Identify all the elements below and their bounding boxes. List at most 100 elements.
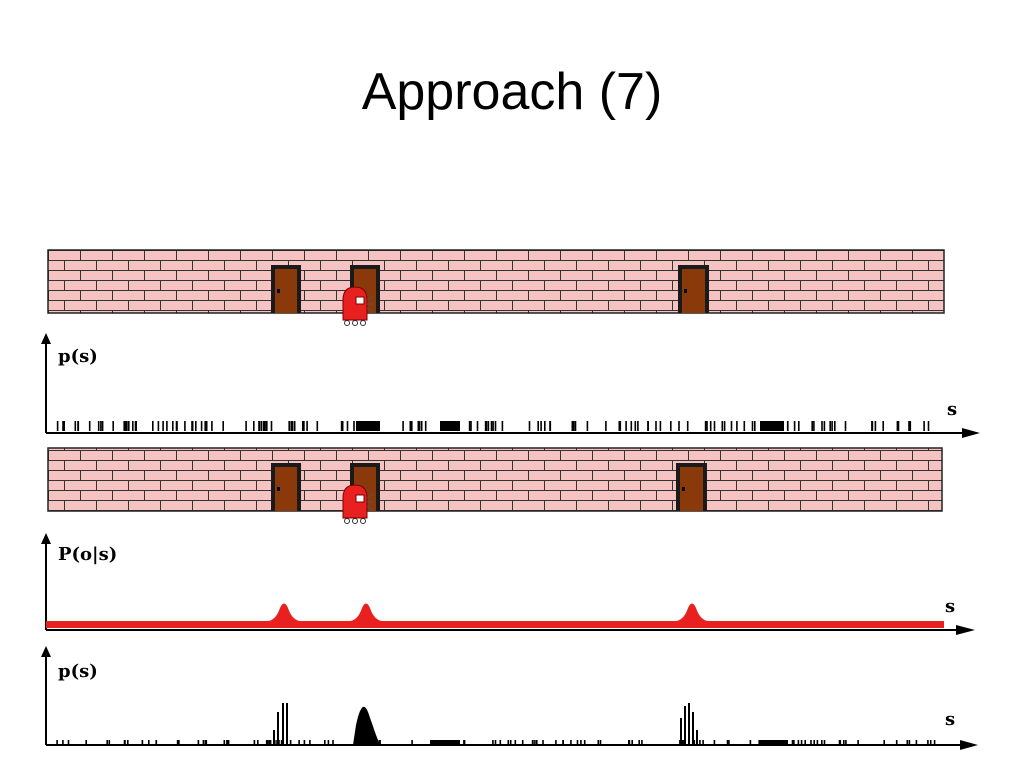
particle-tick bbox=[468, 421, 471, 431]
particle-tick bbox=[88, 421, 91, 431]
particle-tick bbox=[327, 740, 330, 744]
particle-tick bbox=[205, 740, 208, 744]
particle-tick bbox=[699, 740, 701, 744]
particle-tick bbox=[316, 421, 319, 431]
particle-tick bbox=[576, 740, 579, 744]
particle-tick bbox=[821, 421, 823, 431]
particle-tick bbox=[813, 421, 815, 431]
particle-tick bbox=[542, 740, 544, 744]
weighted-particles bbox=[56, 703, 936, 745]
particle-tick bbox=[63, 421, 65, 431]
particle-tick bbox=[346, 421, 349, 431]
particle-tick bbox=[845, 740, 847, 744]
particle-tick bbox=[619, 421, 622, 431]
particle-tick bbox=[544, 421, 546, 431]
particle-tick bbox=[618, 421, 621, 431]
particle-tick bbox=[883, 740, 885, 744]
particle-tick bbox=[253, 421, 255, 431]
particle-tick bbox=[534, 740, 536, 744]
particle-tick bbox=[791, 740, 794, 744]
particle-tick bbox=[599, 740, 602, 744]
particle-tick bbox=[437, 740, 439, 744]
particle-tick bbox=[484, 421, 487, 431]
particle-tick bbox=[816, 740, 819, 744]
particle-tick bbox=[126, 421, 128, 431]
particle-tick bbox=[895, 740, 898, 744]
particle-tick bbox=[124, 740, 126, 744]
particle-tick bbox=[476, 421, 479, 431]
particle-tick bbox=[634, 421, 637, 431]
particle-tick bbox=[288, 421, 291, 431]
door-icon bbox=[678, 265, 709, 313]
particle-tick bbox=[487, 421, 490, 431]
particle-tick bbox=[409, 421, 412, 431]
particle-tick bbox=[580, 740, 582, 744]
x-axis-arrow bbox=[962, 428, 980, 438]
particle-tick bbox=[909, 421, 912, 431]
particle-tick bbox=[630, 421, 633, 431]
particle-tick bbox=[625, 421, 627, 431]
particle-tick bbox=[191, 421, 194, 431]
particle-tick bbox=[693, 740, 696, 744]
x-axis-label: s bbox=[945, 709, 955, 730]
particle-tick bbox=[797, 740, 800, 744]
corridor-wall-top bbox=[47, 249, 945, 326]
particle-tick bbox=[417, 421, 420, 431]
particle-tick bbox=[713, 421, 716, 431]
particle-tick bbox=[743, 421, 746, 431]
particle-tick bbox=[728, 740, 730, 744]
prior-belief-plot: p(s) s bbox=[41, 333, 980, 438]
particle-tick bbox=[686, 421, 689, 431]
particle-tick bbox=[605, 421, 607, 431]
particle-tick bbox=[303, 421, 305, 431]
x-axis-label: s bbox=[947, 399, 957, 420]
particle-tick bbox=[197, 740, 200, 744]
particle-tick bbox=[293, 421, 296, 431]
particle-tick bbox=[302, 421, 304, 431]
particle-tick bbox=[62, 740, 64, 744]
particle-tick bbox=[537, 421, 539, 431]
particle-tick bbox=[721, 421, 724, 431]
particle-tick bbox=[176, 740, 179, 744]
particle-tick bbox=[641, 740, 643, 744]
particle-tick bbox=[253, 740, 256, 744]
particle-tick bbox=[222, 421, 224, 431]
y-axis-label: p(s) bbox=[58, 346, 98, 367]
particle-tick bbox=[278, 740, 280, 744]
particle-tick bbox=[782, 740, 785, 744]
particle-tick bbox=[157, 421, 160, 431]
door-icon bbox=[271, 463, 301, 511]
particle-tick bbox=[77, 421, 80, 431]
particle-tick bbox=[798, 421, 800, 431]
particle-tick bbox=[418, 421, 421, 431]
door-icon bbox=[271, 265, 301, 313]
particle-tick bbox=[871, 421, 874, 431]
particle-tick bbox=[298, 740, 300, 744]
particle-tick bbox=[507, 740, 510, 744]
particle-tick bbox=[638, 740, 640, 744]
particle-tick bbox=[810, 740, 812, 744]
particle-tick bbox=[843, 740, 845, 744]
particle-tick bbox=[570, 740, 572, 744]
particle-tick bbox=[226, 740, 228, 744]
particle-tick bbox=[341, 421, 344, 431]
particle-tick bbox=[927, 421, 930, 431]
particle-tick bbox=[445, 740, 448, 744]
particle-tick bbox=[266, 421, 268, 431]
particle-tick bbox=[280, 740, 283, 744]
particle-tick bbox=[470, 421, 472, 431]
particle-tick bbox=[106, 740, 108, 744]
particle-tick bbox=[637, 421, 639, 431]
particle-tick bbox=[309, 740, 311, 744]
particle-tick bbox=[184, 421, 186, 431]
particle-tick bbox=[647, 421, 649, 431]
particle-tick bbox=[800, 740, 803, 744]
particle-tick bbox=[290, 421, 293, 431]
particle-tick bbox=[85, 740, 87, 744]
particle-tick bbox=[128, 421, 130, 431]
posterior-peak bbox=[353, 706, 380, 745]
particle-tick bbox=[583, 740, 586, 744]
particle-tick bbox=[540, 421, 542, 431]
particle-tick bbox=[751, 421, 754, 431]
